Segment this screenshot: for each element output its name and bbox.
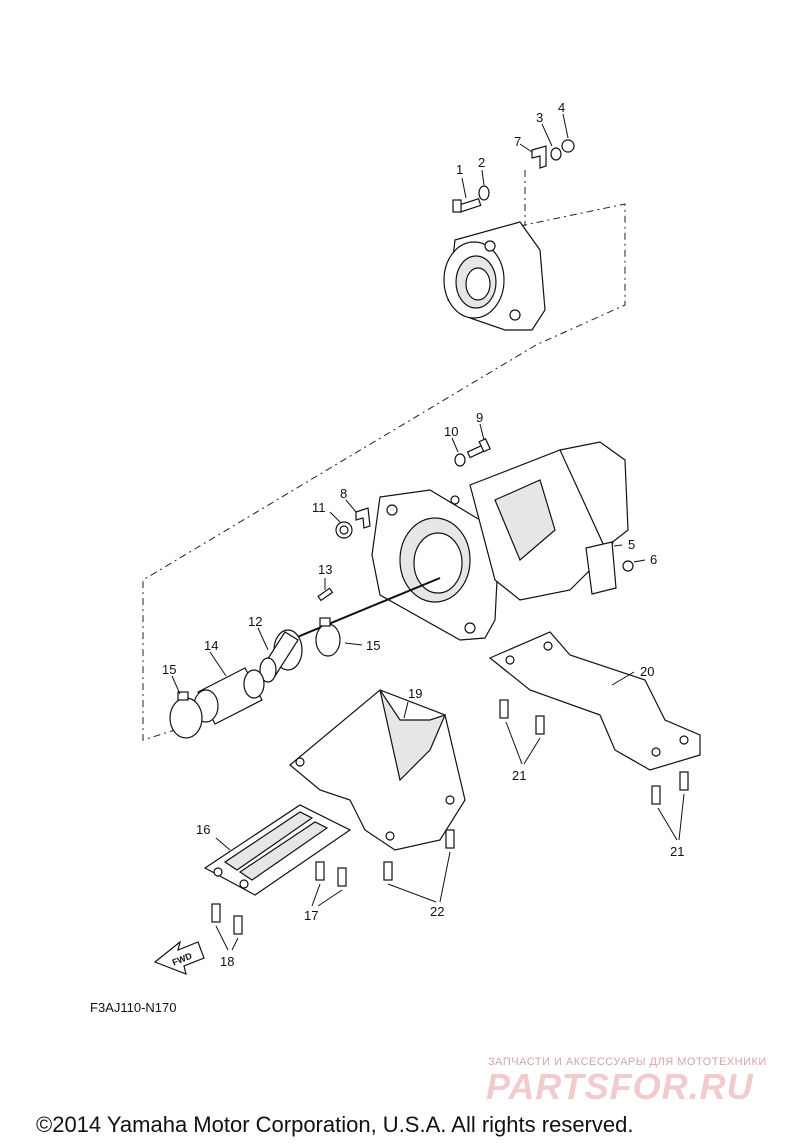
callout-label: 22 — [430, 904, 444, 919]
bolts-22 — [383, 829, 455, 903]
nut-11 — [329, 511, 353, 539]
callout-label: 15 — [366, 638, 380, 653]
watermark-tagline: ЗАПЧАСТИ И АКСЕССУАРЫ ДЛЯ МОТОТЕХНИКИ — [488, 1056, 767, 1068]
callout-label: 8 — [340, 486, 347, 501]
copyright-notice: ©2014 Yamaha Motor Corporation, U.S.A. A… — [36, 1112, 634, 1137]
bracket-5 — [585, 541, 623, 595]
bolt-21-left-pair — [499, 699, 545, 765]
callout-label: 15 — [162, 662, 176, 677]
watermark-logo: PARTSFOR.RU — [486, 1066, 754, 1107]
coupler-12 — [257, 627, 303, 683]
callout-label: 9 — [476, 410, 483, 425]
callout-label: 10 — [444, 424, 458, 439]
callout-label: 17 — [304, 908, 318, 923]
washer-2 — [478, 169, 490, 201]
plate-7 — [519, 143, 547, 169]
bolt-1 — [452, 177, 482, 213]
callout-label: 21 — [670, 844, 684, 859]
intermediate-housing — [371, 441, 629, 641]
callout-label: 5 — [628, 537, 635, 552]
nut-4 — [561, 113, 575, 153]
callout-label: 18 — [220, 954, 234, 969]
callout-label: 12 — [248, 614, 262, 629]
assembly-outline — [142, 170, 626, 741]
clamp-15-lower — [169, 675, 203, 739]
upper-housing — [443, 221, 546, 331]
bolts-18 — [211, 903, 243, 951]
drive-shaft — [289, 577, 441, 641]
washer-3 — [541, 123, 562, 161]
callout-label: 21 — [512, 768, 526, 783]
guard-19 — [289, 689, 466, 851]
washer-10 — [451, 437, 466, 467]
fwd-arrow: FWD — [153, 940, 205, 975]
bolts-17 — [311, 861, 347, 907]
clip-8 — [345, 499, 371, 529]
callout-label: 7 — [514, 134, 521, 149]
bellows-14 — [193, 651, 265, 725]
callout-label: 4 — [558, 100, 565, 115]
clamp-15-upper — [315, 617, 363, 657]
bolt-21-right-pair — [651, 771, 689, 841]
callout-label: 2 — [478, 155, 485, 170]
callout-label: 13 — [318, 562, 332, 577]
grate-16 — [203, 804, 352, 896]
callout-label: 20 — [640, 664, 654, 679]
callout-label: 3 — [536, 110, 543, 125]
callout-label: 11 — [312, 500, 326, 515]
screw-6 — [622, 559, 646, 572]
callout-label: 6 — [650, 552, 657, 567]
callout-label: 19 — [408, 686, 422, 701]
bolt-9 — [466, 423, 491, 459]
diagram-code: F3AJ110-N170 — [90, 1000, 177, 1015]
callout-label: 16 — [196, 822, 210, 837]
plate-20 — [488, 631, 701, 771]
callout-label: 1 — [456, 162, 463, 177]
screw-13 — [317, 578, 334, 602]
callout-label: 14 — [204, 638, 218, 653]
